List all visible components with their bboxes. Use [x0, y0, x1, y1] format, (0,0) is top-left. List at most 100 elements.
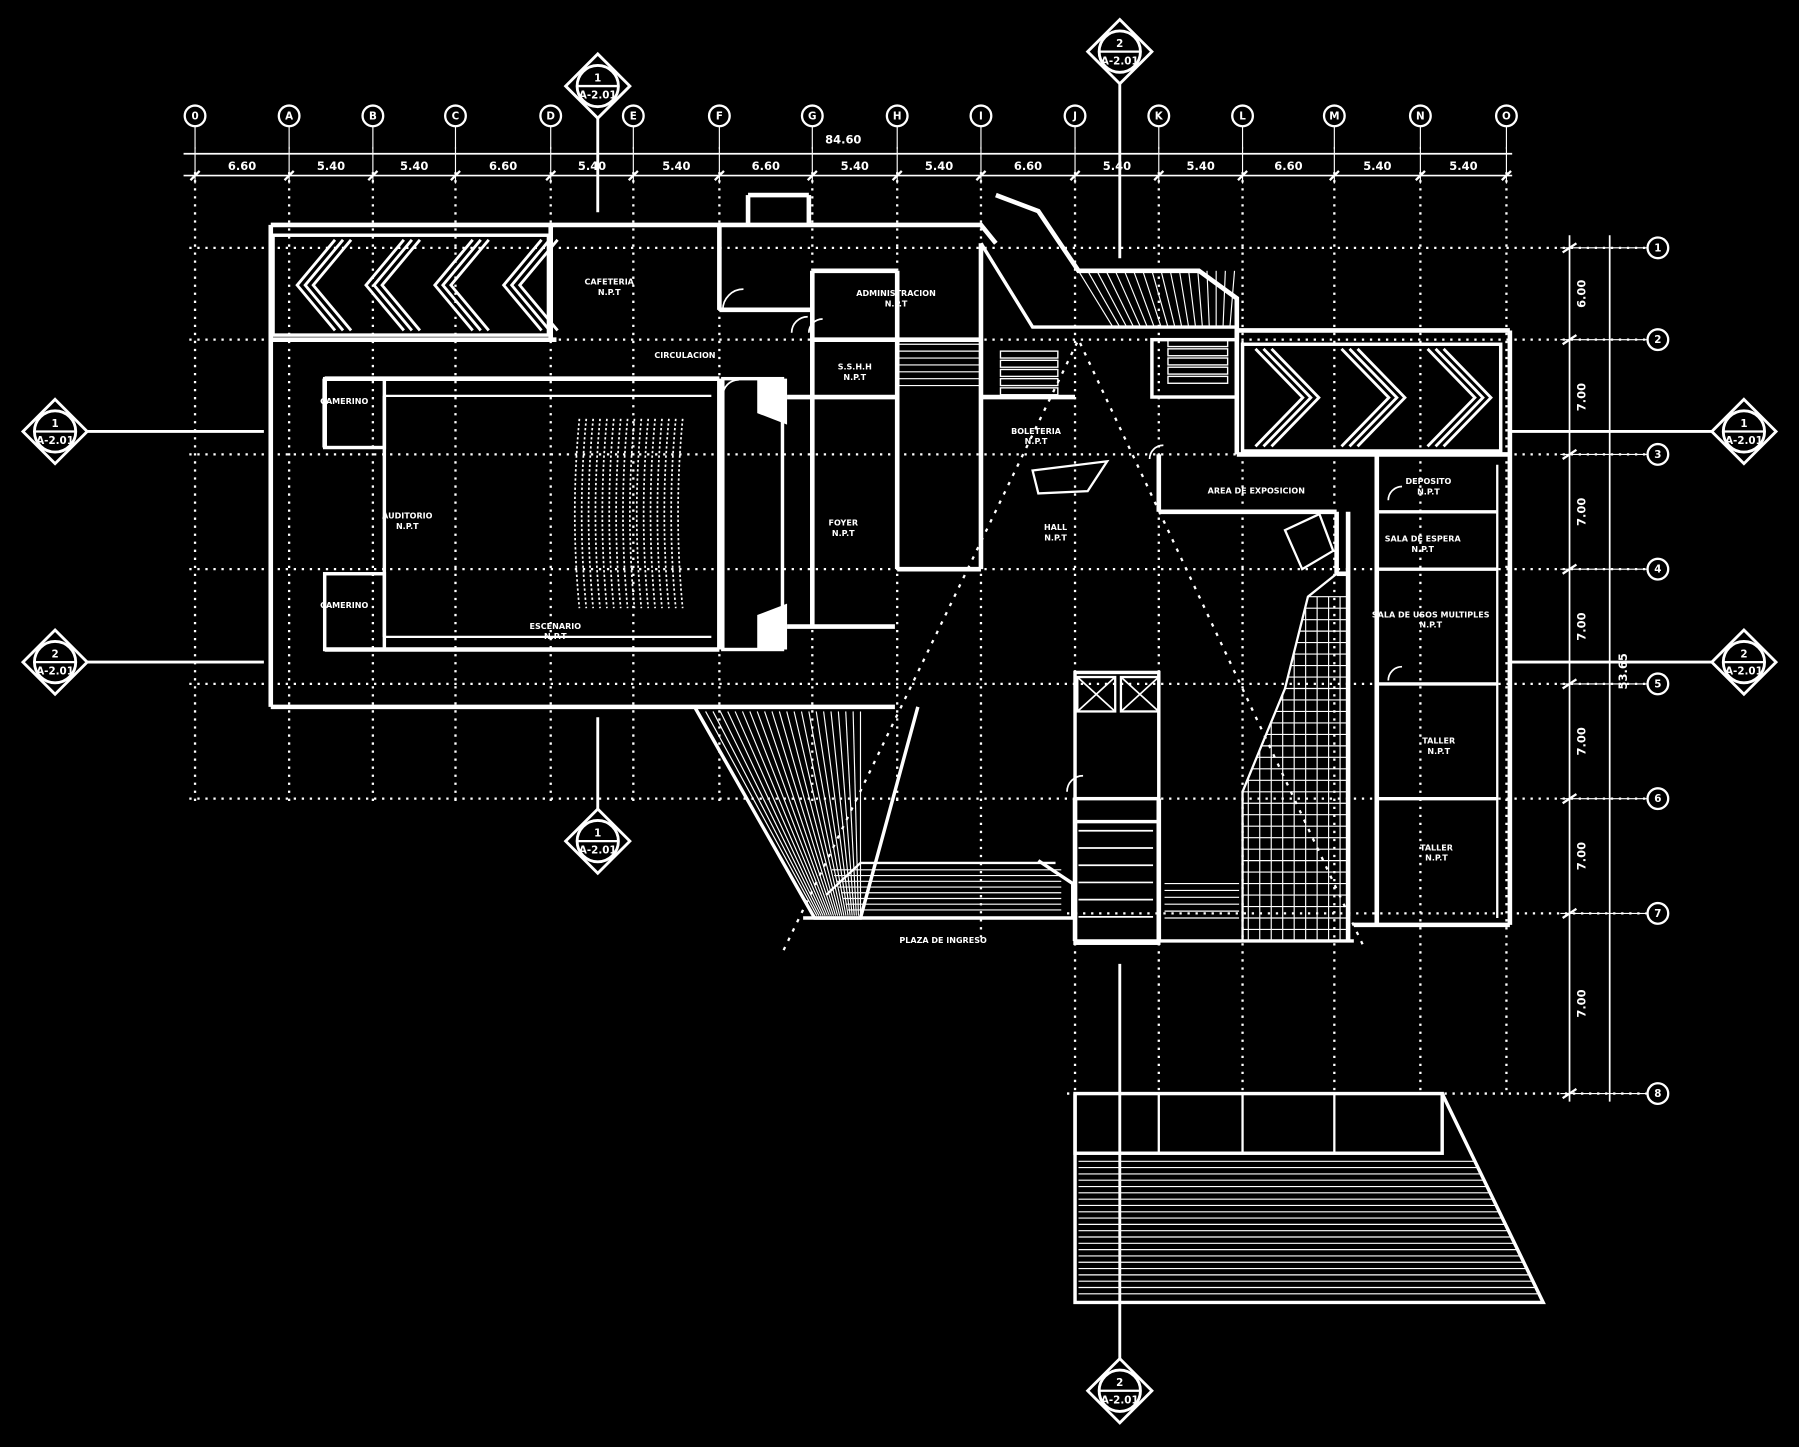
door-swing [721, 288, 744, 310]
section-number: 1 [51, 418, 58, 430]
seat-row [642, 418, 650, 609]
canopy-hatch [1123, 270, 1148, 328]
grid-bubble-column [444, 104, 467, 128]
grid-bubble-label: 5 [1654, 678, 1661, 690]
chevron-hatch [1356, 347, 1407, 448]
span-dimension-label: 5.40 [1363, 159, 1391, 173]
grid-bubble-label: 7 [1654, 908, 1661, 920]
ramp-hatch [727, 711, 824, 916]
canopy-hatch [1142, 270, 1162, 328]
span-dimension-label: 6.60 [228, 159, 256, 173]
span-dimension-label: 6.60 [752, 159, 780, 173]
seat-row [663, 418, 670, 609]
shaft-cross [1120, 676, 1160, 713]
chevron-hatch [380, 238, 422, 332]
seat-row [656, 418, 663, 609]
stair-tread [999, 359, 1059, 368]
auditorium-outer-wall [270, 222, 998, 245]
canopy-hatch [1151, 270, 1169, 328]
span-dimension-label: 5.40 [317, 159, 345, 173]
room-sublabel: N.P.T [544, 632, 567, 641]
grid-bubble-label: G [808, 110, 816, 122]
seat-row [608, 418, 615, 609]
ramp-hatch [764, 711, 835, 916]
door-swing [790, 315, 808, 333]
room-sublabel: N.P.T [1419, 621, 1442, 630]
grid-bubble-label: 8 [1654, 1088, 1661, 1100]
chevron-hatch [1434, 347, 1485, 448]
room-label: HALL [1044, 523, 1067, 532]
span-dimension-label: 6.60 [489, 159, 517, 173]
grid-bubble-column [1063, 104, 1087, 128]
room-labels: AUDITORION.P.TESCENARION.P.TFOYERN.P.THA… [320, 278, 1490, 946]
chevron-hatch [295, 238, 337, 332]
grid-bubble-label: K [1155, 110, 1164, 122]
chevron-hatch [1262, 347, 1313, 448]
stair-tread [999, 387, 1059, 396]
chevron-hatch [1348, 347, 1399, 448]
grid-bubble-column [1494, 104, 1518, 128]
shaft [1076, 675, 1117, 713]
chevron-hatch [517, 238, 559, 332]
grid-bubble-row [1646, 236, 1670, 260]
ramp-hatch [719, 711, 822, 916]
stair-tread [999, 377, 1059, 387]
grid-bubble-column [885, 104, 909, 128]
canopy-hatch [1087, 270, 1121, 328]
span-dimension-label: 5.40 [400, 159, 428, 173]
chevron-hatch [501, 238, 543, 332]
room-label: DEPOSITO [1405, 477, 1451, 486]
canopy-hatch [1160, 270, 1176, 328]
stair-tread [1167, 375, 1229, 384]
canopy-hatch [1133, 270, 1155, 328]
hatch-zone [1240, 342, 1503, 453]
plaza-edge [1073, 1092, 1546, 1305]
grid-bubble-column [1147, 104, 1171, 128]
room-label: TALLER [1422, 737, 1456, 746]
grid-bubble-label: B [369, 110, 377, 122]
stair-tread [1167, 357, 1229, 366]
room-label: CAMERINO [320, 397, 368, 406]
grid-bubble-label: 4 [1654, 564, 1661, 576]
seat-row [594, 418, 601, 609]
stair-tread [1167, 338, 1229, 348]
canopy-hatch [1229, 270, 1236, 328]
grid-bubble-label: H [893, 110, 902, 122]
ramp-hatch [756, 711, 832, 916]
span-dimension-label: 5.40 [1103, 159, 1131, 173]
room-label: CAMERINO [320, 601, 368, 610]
span-dimension-label: 5.40 [841, 159, 869, 173]
grid-bubble-label: O [1502, 110, 1511, 122]
diagonal-axis [782, 336, 1367, 951]
seat-row [622, 418, 629, 609]
seat-row [615, 418, 622, 609]
canopy-hatch [1188, 270, 1197, 328]
vertical-span-label: 7.00 [1575, 727, 1589, 755]
room-label: ESCENARIO [530, 622, 582, 631]
room-label: SALA DE USOS MULTIPLES [1372, 610, 1490, 619]
chevron-hatch [509, 238, 551, 332]
door-swing [1066, 774, 1084, 792]
chevron-hatch [440, 238, 482, 332]
canopy-wall [995, 192, 1240, 340]
vertical-span-label: 11.65 [1567, 0, 1603, 3]
grid-bubble-column [539, 104, 563, 128]
chevron-hatch [364, 238, 405, 332]
stage-column [757, 378, 788, 425]
canopy-hatch [1206, 270, 1210, 328]
grid-bubble-label: F [716, 110, 723, 122]
section-number: 2 [1740, 649, 1747, 661]
grid-bubble-label: A [285, 110, 293, 122]
vertical-span-label: 6.00 [1575, 280, 1589, 308]
grid-bubble-column [621, 104, 645, 128]
grid-bubble-label: N [1416, 110, 1425, 122]
grid-bubble-column [800, 104, 824, 128]
ramp-edge [803, 859, 1075, 920]
room-label: BOLETERIA [1011, 427, 1062, 436]
section-sheet: A-2.01 [36, 666, 74, 678]
section-number: 1 [594, 72, 601, 84]
section-sheet: A-2.01 [1725, 435, 1763, 447]
ramp-hatch [793, 711, 843, 916]
